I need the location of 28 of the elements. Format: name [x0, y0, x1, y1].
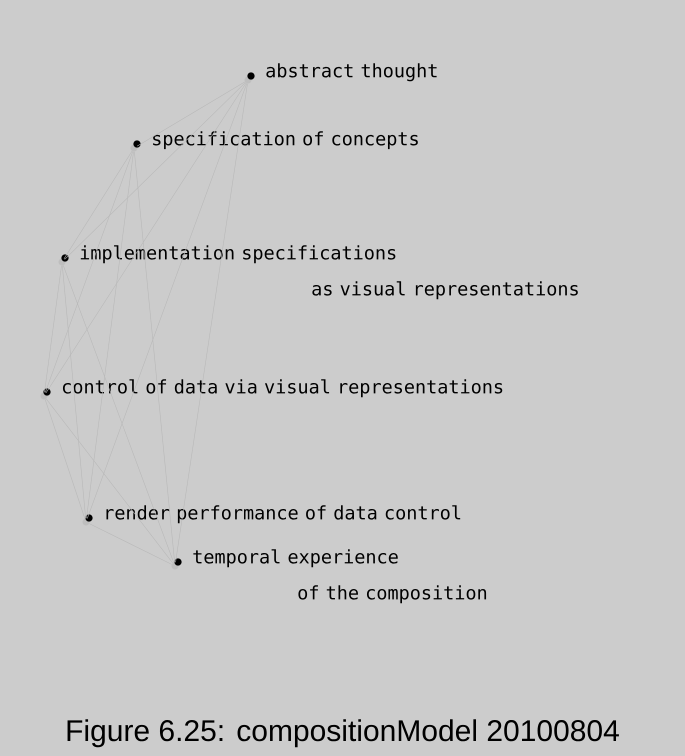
connector-line [44, 151, 134, 393]
connector-line [44, 399, 86, 519]
node-label: control of data via visual representations [62, 379, 502, 398]
bullet-point [58, 254, 69, 266]
figure-caption: Figure 6.25: compositionModel 20100804 [68, 719, 619, 748]
bullet-point [130, 140, 141, 152]
bullet-point [82, 514, 93, 526]
connector-line [46, 398, 174, 564]
connector-line [89, 523, 172, 565]
bullet-point [40, 388, 51, 400]
connector-line [64, 150, 132, 260]
connector-line [86, 83, 248, 519]
connector-line [175, 83, 248, 563]
node-label: abstract thought [266, 63, 437, 82]
connector-line [134, 151, 175, 563]
connector-line [46, 82, 246, 394]
connector-line [62, 265, 86, 519]
node-label: render performance of data control [106, 505, 460, 524]
connector-line [44, 265, 62, 393]
bullet-point [172, 558, 182, 570]
connector-line [86, 151, 134, 519]
node-label: temporal experience of the composition [193, 549, 486, 604]
connector-line [136, 82, 246, 146]
connector-line [64, 82, 246, 260]
bullet-point [244, 72, 255, 84]
node-label: specification of concepts [153, 131, 418, 150]
node-label: implementation specifications as visual representations [80, 245, 578, 300]
connector-line [63, 265, 174, 563]
